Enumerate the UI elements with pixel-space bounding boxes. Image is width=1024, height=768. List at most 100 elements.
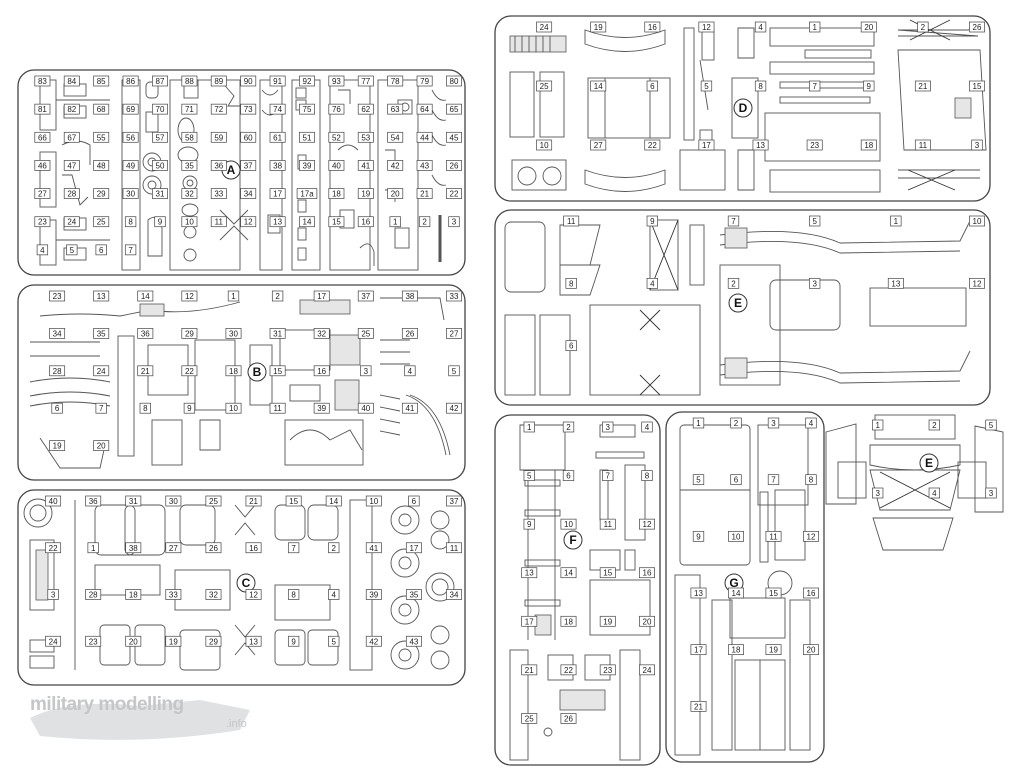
part-number: 20 xyxy=(864,23,873,32)
part-number: 13 xyxy=(249,637,258,646)
part-number: 4 xyxy=(758,23,763,32)
part-number-box xyxy=(523,518,535,530)
part-number-box xyxy=(599,664,616,676)
part-number: 28 xyxy=(53,367,62,376)
part-number-box xyxy=(365,589,382,600)
part-number: 84 xyxy=(67,77,76,86)
part-number-box xyxy=(210,188,227,199)
part-number-box xyxy=(521,615,538,627)
part-number: 43 xyxy=(409,637,418,646)
part-number-box xyxy=(357,216,374,228)
part-number-box xyxy=(34,216,51,228)
part-number-box xyxy=(240,216,257,228)
part-number-box xyxy=(357,328,374,339)
part-number-box xyxy=(639,518,655,530)
part-number-box xyxy=(599,518,616,530)
part-number-box xyxy=(809,80,821,92)
part-number: 15 xyxy=(769,589,778,598)
part-number-box xyxy=(357,402,374,414)
part-number: 35 xyxy=(409,591,418,600)
part-number: 8 xyxy=(128,218,133,227)
watermark-subtext: .info xyxy=(226,718,247,730)
part-number: 40 xyxy=(361,404,370,413)
part-number: 5 xyxy=(527,472,532,481)
part-number-box xyxy=(152,188,168,199)
part-number-box xyxy=(416,160,433,171)
part-number-box xyxy=(49,365,66,377)
part-number: 15 xyxy=(289,497,298,506)
part-number-box xyxy=(692,417,705,429)
part-number-box xyxy=(767,474,780,486)
part-number-box xyxy=(523,421,535,433)
part-number-box xyxy=(405,635,422,647)
part-number: 13 xyxy=(525,569,534,578)
part-number-box xyxy=(969,215,985,227)
part-number: 27 xyxy=(38,190,47,199)
part-number-box xyxy=(360,365,372,377)
part-number: 51 xyxy=(303,133,312,142)
part-number: 46 xyxy=(38,161,47,170)
part-number: 28 xyxy=(89,591,98,600)
part-number-box xyxy=(299,216,315,228)
part-number: 18 xyxy=(332,190,341,199)
part-number-box xyxy=(641,421,653,433)
part-number-box xyxy=(752,139,769,151)
part-number: 17 xyxy=(702,141,711,150)
part-number-box xyxy=(328,160,345,171)
part-number: 1 xyxy=(231,292,236,301)
part-number: 24 xyxy=(540,23,549,32)
part-number-box xyxy=(872,419,884,431)
part-number: 2 xyxy=(275,292,280,301)
part-number-box xyxy=(446,131,462,143)
part-number: 22 xyxy=(450,190,459,199)
part-number-box xyxy=(287,589,300,600)
part-number-box xyxy=(240,103,257,115)
part-number: 72 xyxy=(214,105,223,114)
svg-text:E: E xyxy=(734,296,742,310)
part-number-box xyxy=(125,635,142,647)
part-number: 9 xyxy=(696,532,701,541)
part-number-box xyxy=(299,160,315,171)
part-number: 89 xyxy=(214,77,223,86)
part-number: 70 xyxy=(156,105,165,114)
svg-text:D: D xyxy=(739,101,748,115)
part-number-box xyxy=(165,495,182,507)
part-number: 69 xyxy=(126,105,135,114)
part-number: 22 xyxy=(185,367,194,376)
part-number-box xyxy=(328,589,340,600)
part-number: 30 xyxy=(229,329,238,338)
part-number: 5 xyxy=(332,637,337,646)
part-number-box xyxy=(210,103,227,115)
part-number-box xyxy=(365,542,382,554)
part-number: 8 xyxy=(569,279,574,288)
part-number-box xyxy=(240,131,257,143)
part-number: 21 xyxy=(694,702,703,711)
part-number-box xyxy=(93,75,110,87)
part-number: 9 xyxy=(187,404,192,413)
part-number-box xyxy=(183,402,196,414)
part-number-box xyxy=(122,103,139,115)
part-number: 17a xyxy=(300,190,314,199)
part-number: 47 xyxy=(67,161,76,170)
part-number: 86 xyxy=(126,77,135,86)
part-number-box xyxy=(728,530,744,542)
part-number: 4 xyxy=(932,489,937,498)
part-number: 19 xyxy=(361,190,370,199)
part-number-box xyxy=(122,75,139,87)
sprue-f: F xyxy=(494,414,661,766)
part-number-box xyxy=(644,139,661,151)
part-number-box xyxy=(154,216,166,228)
part-number-box xyxy=(285,495,302,507)
part-number: 50 xyxy=(156,161,165,170)
part-number-box xyxy=(63,188,80,199)
watermark-text: military modelling xyxy=(30,694,184,715)
part-number: 93 xyxy=(332,77,341,86)
part-number-box xyxy=(560,664,577,676)
part-number: 36 xyxy=(214,161,223,170)
part-number: 12 xyxy=(702,23,711,32)
part-number: 20 xyxy=(807,646,816,655)
part-number-box xyxy=(34,131,51,143)
part-number-box xyxy=(521,567,538,579)
part-number-box xyxy=(560,518,577,530)
part-number: 8 xyxy=(758,82,763,91)
